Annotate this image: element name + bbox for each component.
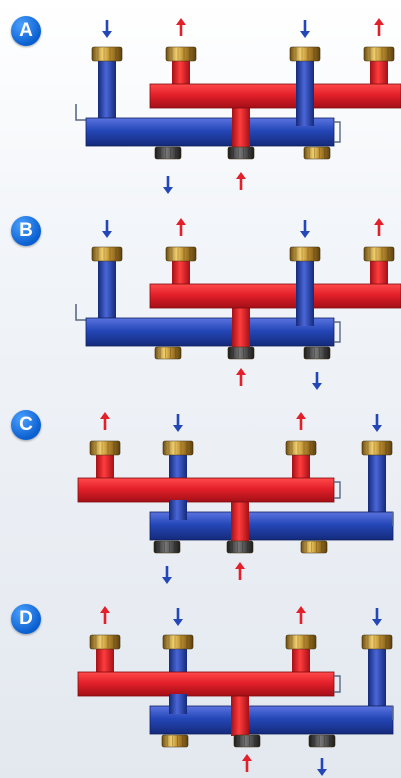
bottom-arrow-1 <box>162 566 172 584</box>
arrow-supply-out-1 <box>176 218 186 236</box>
bottom-arrow-1 <box>236 368 246 386</box>
riser-supply-mid <box>231 494 249 542</box>
riser-supply-mid <box>231 688 249 736</box>
riser-return-2 <box>368 454 386 519</box>
variant-panel-b: B <box>0 200 401 394</box>
return-header <box>85 317 335 347</box>
bottom-nut-2 <box>227 146 255 160</box>
riser-supply-1 <box>172 260 190 285</box>
variant-badge-d: D <box>11 604 41 634</box>
riser-return-2-through <box>296 258 314 326</box>
arrow-return-in-2 <box>300 220 310 238</box>
riser-return-1 <box>98 60 116 125</box>
bottom-arrow-2 <box>312 372 322 390</box>
riser-return-1-through <box>169 694 187 714</box>
variant-badge-b: B <box>11 216 41 246</box>
manifold-d <box>77 606 394 776</box>
supply-header <box>149 83 401 109</box>
arrow-supply-out-1 <box>100 606 110 624</box>
variant-panel-c: C <box>0 394 401 588</box>
supply-header <box>149 283 401 309</box>
bottom-nut-3 <box>303 346 331 360</box>
header-end-cap <box>334 481 341 499</box>
top-nut-2 <box>162 440 194 456</box>
bottom-nut-1 <box>154 146 182 160</box>
top-nut-4 <box>363 46 395 62</box>
variant-badge-c: C <box>11 410 41 440</box>
riser-supply-2 <box>292 648 310 673</box>
riser-supply-2 <box>370 260 388 285</box>
return-header <box>149 511 394 541</box>
manifold-a <box>75 18 401 194</box>
riser-return-1 <box>98 260 116 325</box>
riser-return-2-through <box>296 58 314 126</box>
mount-bracket <box>75 304 88 321</box>
riser-supply-mid <box>232 100 250 148</box>
top-nut-2 <box>165 246 197 262</box>
supply-header <box>77 477 335 503</box>
top-nut-4 <box>361 634 393 650</box>
bottom-arrow-1 <box>163 176 173 194</box>
header-end-cap <box>334 675 341 693</box>
top-nut-3 <box>285 440 317 456</box>
riser-supply-mid <box>232 300 250 348</box>
top-nut-3 <box>285 634 317 650</box>
arrow-return-in-2 <box>300 20 310 38</box>
arrow-return-in-1 <box>173 414 183 432</box>
top-nut-4 <box>363 246 395 262</box>
top-nut-1 <box>91 46 123 62</box>
variant-panel-a: A <box>0 0 401 200</box>
arrow-supply-out-2 <box>374 18 384 36</box>
bottom-nut-1 <box>153 540 181 554</box>
bottom-nut-2 <box>226 540 254 554</box>
top-nut-2 <box>162 634 194 650</box>
return-header <box>149 705 394 735</box>
riser-supply-1 <box>172 60 190 85</box>
arrow-return-in-1 <box>102 20 112 38</box>
top-nut-1 <box>89 440 121 456</box>
arrow-return-in-2 <box>372 414 382 432</box>
return-header <box>85 117 335 147</box>
manifold-c <box>77 412 394 584</box>
riser-supply-1 <box>96 648 114 673</box>
riser-supply-2 <box>370 60 388 85</box>
manifold-b <box>75 218 401 390</box>
arrow-supply-out-2 <box>374 218 384 236</box>
arrow-supply-out-2 <box>296 606 306 624</box>
top-nut-3 <box>289 246 321 262</box>
riser-return-1-through <box>169 500 187 520</box>
bottom-nut-2 <box>227 346 255 360</box>
mount-bracket <box>75 104 88 121</box>
arrow-supply-out-1 <box>100 412 110 430</box>
bottom-nut-3 <box>303 146 331 160</box>
supply-header <box>77 671 335 697</box>
arrow-return-in-1 <box>102 220 112 238</box>
top-nut-1 <box>91 246 123 262</box>
bottom-nut-2 <box>233 734 261 748</box>
bottom-nut-3 <box>308 734 336 748</box>
top-nut-4 <box>361 440 393 456</box>
top-nut-2 <box>165 46 197 62</box>
riser-return-2 <box>368 648 386 713</box>
bottom-arrow-2 <box>236 172 246 190</box>
top-nut-3 <box>289 46 321 62</box>
header-end-cap <box>334 121 341 143</box>
arrow-return-in-1 <box>173 608 183 626</box>
arrow-supply-out-2 <box>296 412 306 430</box>
bottom-arrow-1 <box>242 754 252 772</box>
riser-supply-1 <box>96 454 114 479</box>
arrow-return-in-2 <box>372 608 382 626</box>
bottom-arrow-2 <box>317 758 327 776</box>
bottom-nut-1 <box>161 734 189 748</box>
arrow-supply-out-1 <box>176 18 186 36</box>
bottom-nut-1 <box>154 346 182 360</box>
variant-badge-a: A <box>11 16 41 46</box>
header-end-cap <box>334 321 341 343</box>
bottom-nut-3 <box>300 540 328 554</box>
top-nut-1 <box>89 634 121 650</box>
riser-supply-2 <box>292 454 310 479</box>
bottom-arrow-2 <box>235 562 245 580</box>
variant-panel-d: D <box>0 588 401 778</box>
